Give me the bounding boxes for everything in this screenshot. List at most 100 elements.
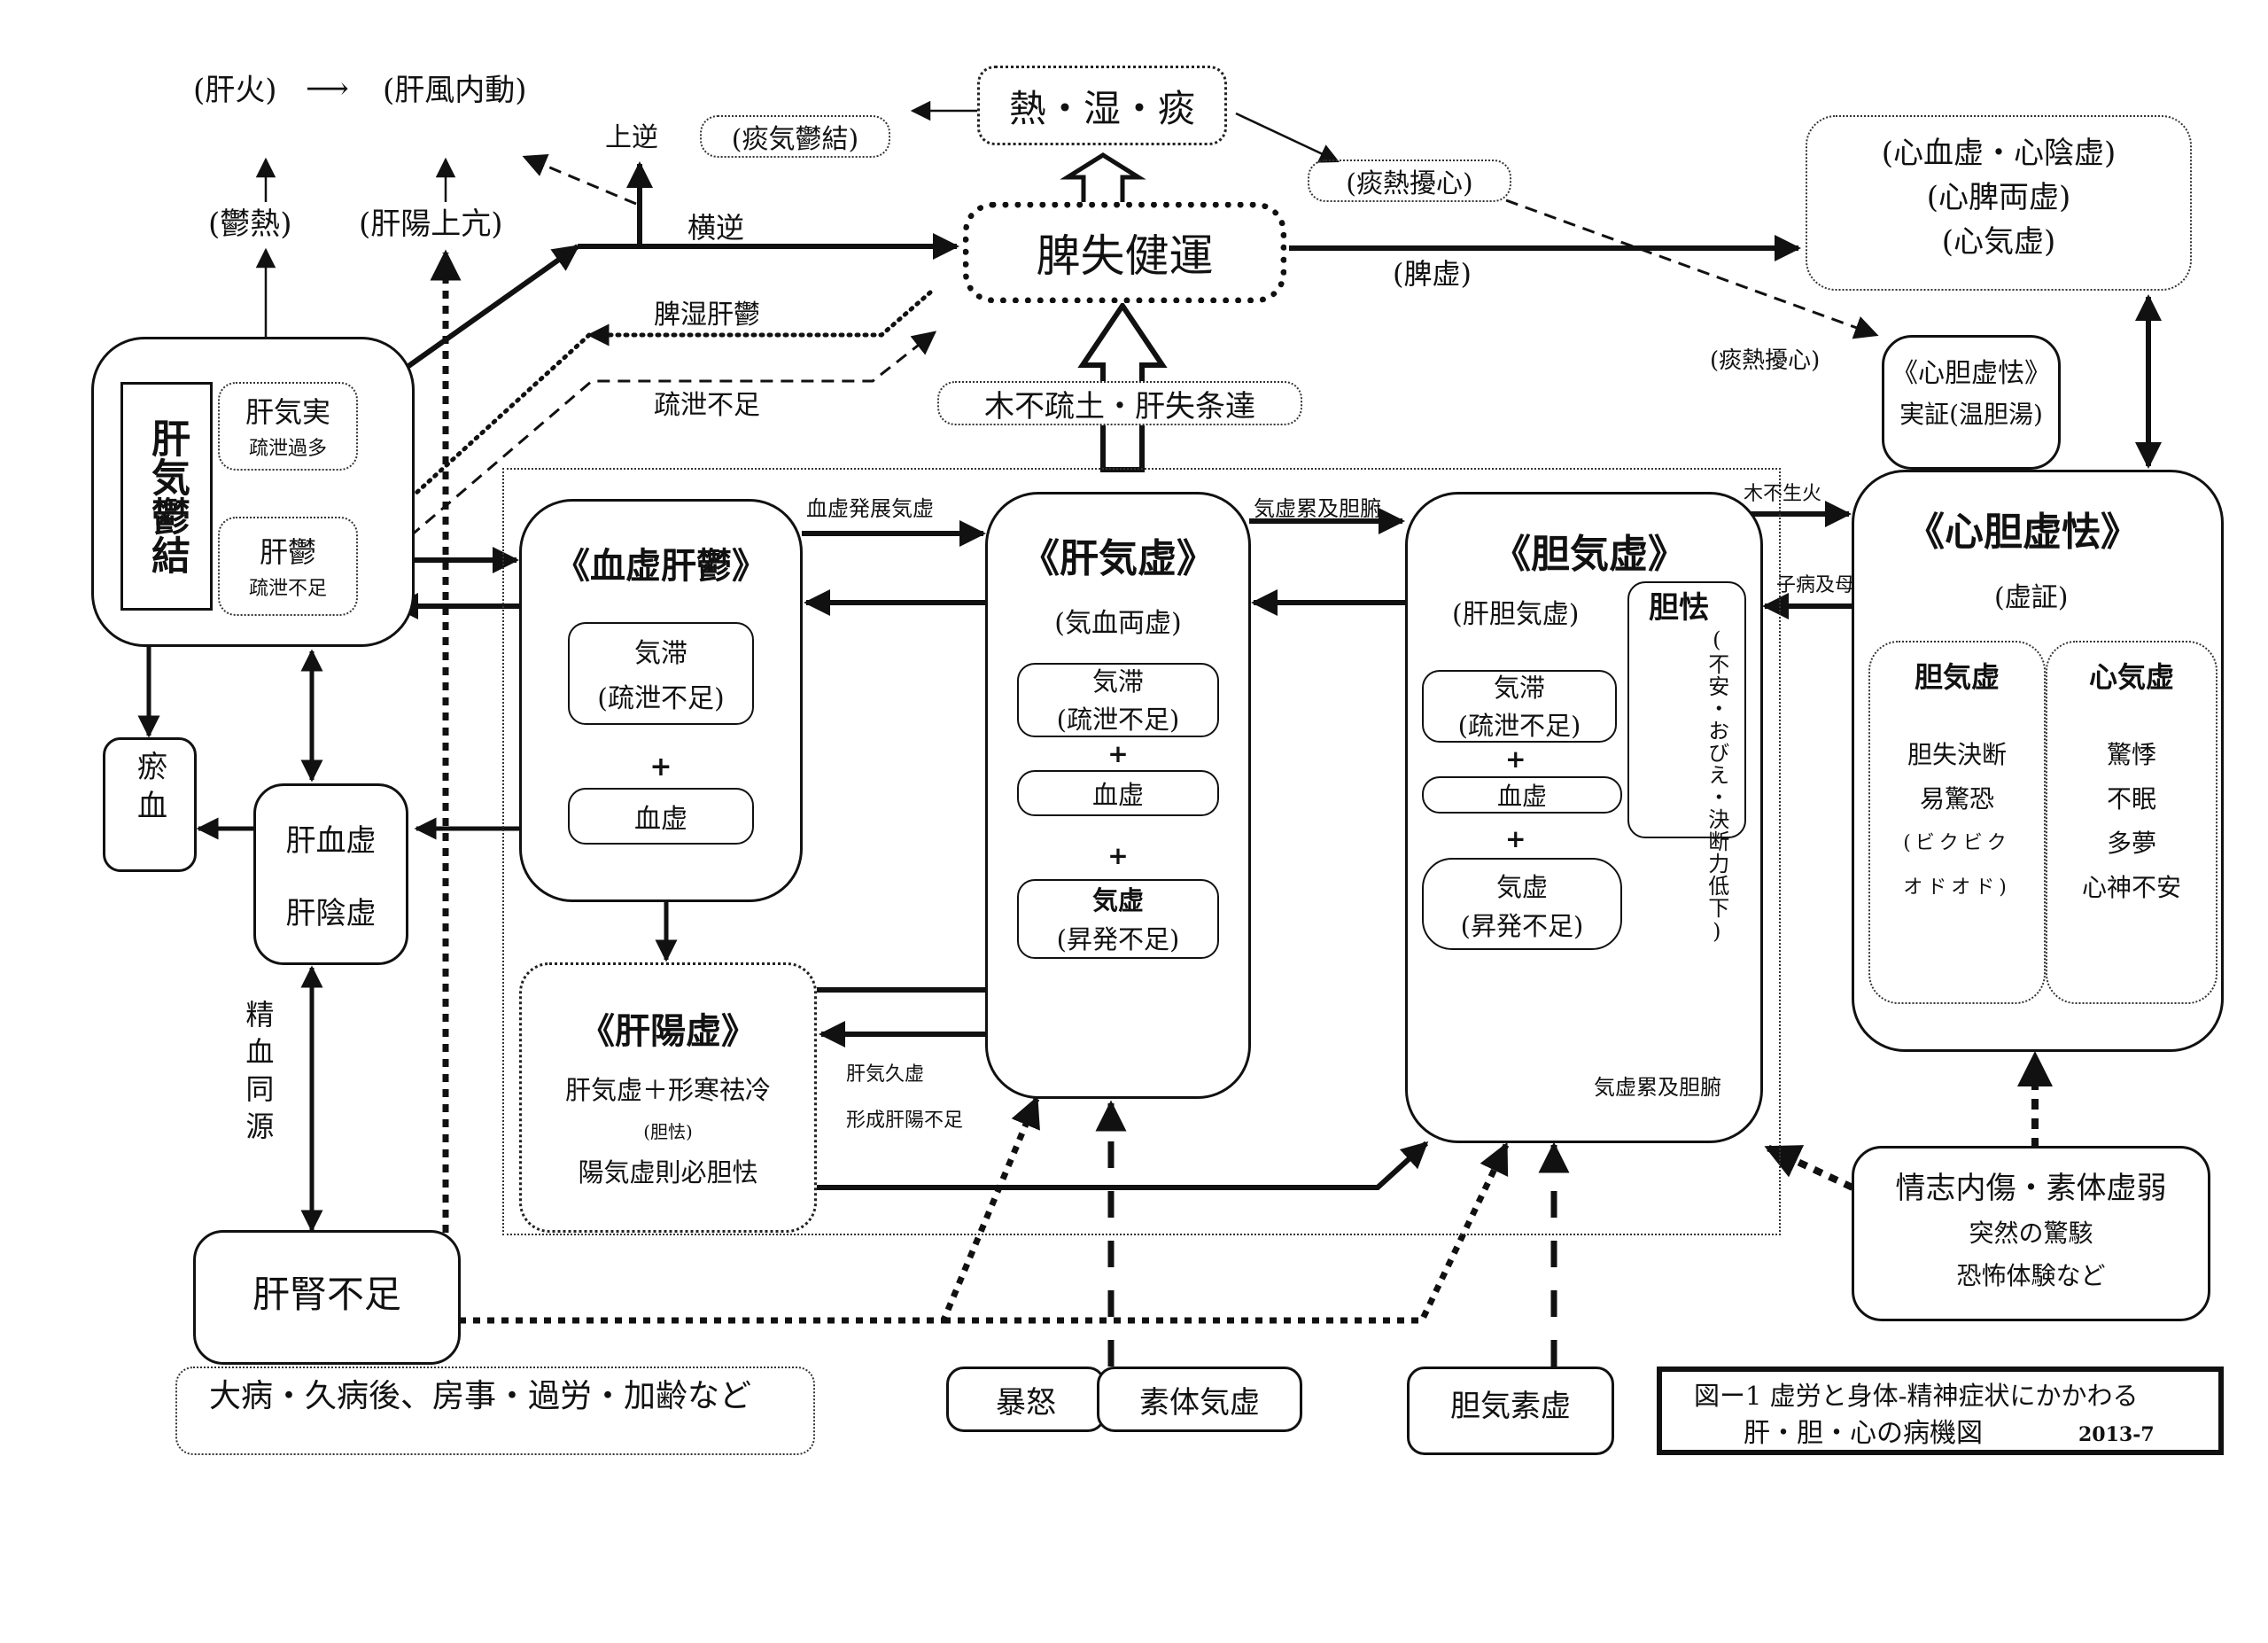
kanki-plus-1: + bbox=[1107, 739, 1129, 768]
label-kanfu-naido: (肝風内動) bbox=[383, 73, 527, 108]
tanki-kekkyo-box: 血虚 bbox=[1422, 776, 1622, 814]
caption-line2: 肝・胆・心の病機図 bbox=[1744, 1418, 1983, 1449]
shintan-left-item-4: オドオド) bbox=[1903, 876, 2011, 899]
kekkyo-kitai-box: 気滞 (疏泄不足) bbox=[568, 622, 754, 725]
arrow-kanka-to-kanfu-icon: ⟶ bbox=[306, 71, 349, 106]
tanki-sokyo-box: 胆気素虚 bbox=[1407, 1367, 1614, 1455]
kanyo-kyo-box: 《肝陽虚》 肝気虚＋形寒祛冷 (胆怯) 陽気虚則必胆怯 bbox=[519, 962, 817, 1233]
kanketsukyo-box: 肝血虚 肝陰虚 bbox=[253, 783, 408, 965]
hishitsu-kenun-box: 脾失健運 bbox=[963, 202, 1286, 303]
tanki-kyo-box: 《胆気虚》 (肝胆気虚) 気滞 (疏泄不足) + 血虚 + 気虚 (昇発不足) … bbox=[1405, 492, 1763, 1143]
kekkyo-kekkyo-label: 血虚 bbox=[634, 804, 687, 835]
kanyo-kyo-line2: (胆怯) bbox=[643, 1121, 693, 1142]
label-ougyaku: 横逆 bbox=[687, 211, 745, 245]
kaninkyo-label: 肝陰虚 bbox=[285, 895, 377, 931]
joshi-naisho-title: 情志内傷・素体虚弱 bbox=[1895, 1171, 2167, 1206]
label-shibyo-gyubo: 子病及母 bbox=[1776, 574, 1855, 596]
shintan-left-box: 胆気虚 胆失決断 易驚恐 (ビクビク オドオド) bbox=[1868, 641, 2046, 1004]
shintan-right-item-4: 心神不安 bbox=[2081, 873, 2181, 902]
tanki-kikyo-label: 気虚 bbox=[1495, 872, 1548, 902]
joshi-naisho-line2: 恐怖体験など bbox=[1956, 1261, 2106, 1290]
kanyo-kyo-title: 《肝陽虚》 bbox=[579, 1011, 757, 1052]
kanki-jitsu-sub: 疏泄過多 bbox=[248, 438, 327, 460]
central-frame bbox=[502, 468, 1781, 1235]
tanki-kikyo-box: 気虚 (昇発不足) bbox=[1422, 858, 1622, 950]
label-jogyaku: 上逆 bbox=[605, 122, 658, 153]
kanki-kekkyo-label: 血虚 bbox=[1091, 780, 1144, 810]
kekkyo-kitai-sub: (疏泄不足) bbox=[597, 683, 725, 714]
kanki-ukketsu-box: 肝気鬱結 肝気実 疏泄過多 肝鬱 疏泄不足 bbox=[91, 337, 415, 647]
kanki-ukketsu-title: 肝気鬱結 bbox=[144, 418, 190, 574]
kanketsukyo-label: 肝血虚 bbox=[285, 823, 377, 860]
arrow-jogyaku-to-kanfu bbox=[522, 153, 637, 206]
tanki-plus-2: + bbox=[1505, 824, 1526, 853]
kanki-kyo-box: 《肝気虚》 (気血両虚) 気滞 (疏泄不足) + 血虚 + 気虚 (昇発不足) bbox=[985, 492, 1251, 1099]
sotai-kikyo-box: 素体気虚 bbox=[1097, 1367, 1302, 1432]
tanki-kekkyo-label: 血虚 bbox=[1496, 782, 1547, 811]
shin-line-3: (心気虚) bbox=[1941, 224, 2056, 260]
bodo-box: 暴怒 bbox=[946, 1367, 1106, 1432]
label-kikyo-ruikyu: 気虚累及胆腑 bbox=[1254, 496, 1381, 521]
label-kanyo-joko: (肝陽上亢) bbox=[359, 206, 503, 242]
label-hikyo: (脾虚) bbox=[1393, 257, 1472, 291]
tanki-kitai-box: 気滞 (疏泄不足) bbox=[1422, 670, 1617, 743]
joshi-naisho-box: 情志内傷・素体虚弱 突然の驚駭 恐怖体験など bbox=[1852, 1146, 2210, 1321]
arrow-kanki-jitsu-to-ougyaku bbox=[388, 244, 580, 382]
tankyo-box: 胆怯 (不安・おびえ・決断力低下) bbox=[1627, 581, 1746, 945]
caption-date: 2013-7 bbox=[2078, 1423, 2155, 1446]
tannetsu-joshin-label: (痰熱擾心) bbox=[1346, 168, 1473, 199]
tanki-ukketsu-label: (痰気鬱結) bbox=[731, 124, 859, 155]
arrow-netsu-to-tannetsu bbox=[1235, 112, 1340, 163]
shintan-right-item-3: 多夢 bbox=[2106, 829, 2156, 858]
shin-line-2: (心脾両虚) bbox=[1926, 180, 2071, 215]
kekkyo-kitai-label: 気滞 bbox=[634, 638, 687, 669]
label-kanki-kyukyo-2: 形成肝陽不足 bbox=[846, 1110, 964, 1132]
oketsu-box: 瘀血 bbox=[103, 737, 197, 872]
tanki-plus-1: + bbox=[1505, 744, 1526, 774]
kekkyo-plus: + bbox=[649, 751, 672, 783]
kanki-plus-2: + bbox=[1107, 841, 1129, 870]
bodo-label: 暴怒 bbox=[996, 1384, 1056, 1421]
label-kanka: (肝火) bbox=[193, 73, 277, 108]
taibyo-label: 大病・久病後、房事・過労・加齢など bbox=[209, 1378, 752, 1414]
kanki-kitai-sub: (疏泄不足) bbox=[1056, 705, 1180, 735]
shintan-kyokyo-sub: (虚証) bbox=[1994, 582, 2069, 613]
hishitsu-kenun-label: 脾失健運 bbox=[1036, 230, 1214, 282]
kanjin-fusoku-label: 肝腎不足 bbox=[252, 1273, 401, 1316]
shintan-jissho-sub: 実証(温胆湯) bbox=[1899, 400, 2043, 429]
netsu-shitsu-tan-label: 熱・湿・痰 bbox=[1008, 86, 1195, 130]
tanki-kitai-sub: (疏泄不足) bbox=[1457, 711, 1581, 741]
tanki-ukketsu-box: (痰気鬱結) bbox=[700, 115, 890, 158]
tanki-kikyo-sub: (昇発不足) bbox=[1460, 911, 1584, 941]
kanki-kikyo-box: 気虚 (昇発不足) bbox=[1017, 879, 1219, 959]
shintan-left-item-1: 胆失決断 bbox=[1907, 740, 2007, 769]
caption-line1: 図ー1 虚労と身体-精神症状にかかわる bbox=[1694, 1381, 2139, 1411]
kanki-kekkyo-box: 血虚 bbox=[1017, 770, 1219, 816]
tanki-kyo-sub: (肝胆気虚) bbox=[1452, 599, 1580, 630]
label-seiketsu-dogen: 精血同源 bbox=[241, 1000, 276, 1149]
kanki-kyo-title: 《肝気虚》 bbox=[1021, 536, 1216, 581]
tanki-kitai-label: 気滞 bbox=[1493, 673, 1545, 703]
shintan-kyokyo-title: 《心胆虚怯》 bbox=[1906, 510, 2140, 555]
shin-kekkyo-box: (心血虚・心陰虚) (心脾両虚) (心気虚) bbox=[1806, 115, 2192, 291]
shintan-right-title: 心気虚 bbox=[2088, 660, 2174, 694]
tanki-sokyo-label: 胆気素虚 bbox=[1450, 1389, 1571, 1424]
kanutsu-sub: 疏泄不足 bbox=[248, 578, 327, 600]
shintan-kyokyo-box: 《心胆虚怯》 (虚証) 胆気虚 胆失決断 易驚恐 (ビクビク オドオド) 心気虚… bbox=[1852, 470, 2224, 1052]
shintan-jissho-title: 《心胆虚怯》 bbox=[1891, 358, 2051, 389]
taibyo-box: 大病・久病後、房事・過労・加齢など bbox=[175, 1367, 815, 1455]
kanki-jitsu-label: 肝気実 bbox=[245, 395, 330, 429]
kanki-kitai-label: 気滞 bbox=[1091, 666, 1144, 697]
shin-line-1: (心血虚・心陰虚) bbox=[1881, 136, 2117, 171]
kekkyo-kekkyo-box: 血虚 bbox=[568, 788, 754, 845]
caption-box: 図ー1 虚労と身体-精神症状にかかわる 肝・胆・心の病機図 2013-7 bbox=[1657, 1367, 2224, 1455]
tankyo-title: 胆怯 bbox=[1649, 590, 1709, 626]
label-kanki-kyukyo-1: 肝気久虚 bbox=[846, 1063, 925, 1086]
shintan-right-item-2: 不眠 bbox=[2106, 784, 2156, 814]
kekkyo-kanutsu-box: 《血虚肝鬱》 気滞 (疏泄不足) + 血虚 bbox=[519, 499, 803, 902]
kanyo-kyo-line3: 陽気虚則必胆怯 bbox=[578, 1157, 758, 1187]
kanyo-kyo-line1: 肝気虚＋形寒祛冷 bbox=[564, 1075, 771, 1105]
hollow-arrow-hishitsu-to-netsu bbox=[1060, 152, 1146, 204]
kanki-jitsu-box: 肝気実 疏泄過多 bbox=[218, 382, 358, 471]
kanutsu-box: 肝鬱 疏泄不足 bbox=[218, 517, 358, 616]
